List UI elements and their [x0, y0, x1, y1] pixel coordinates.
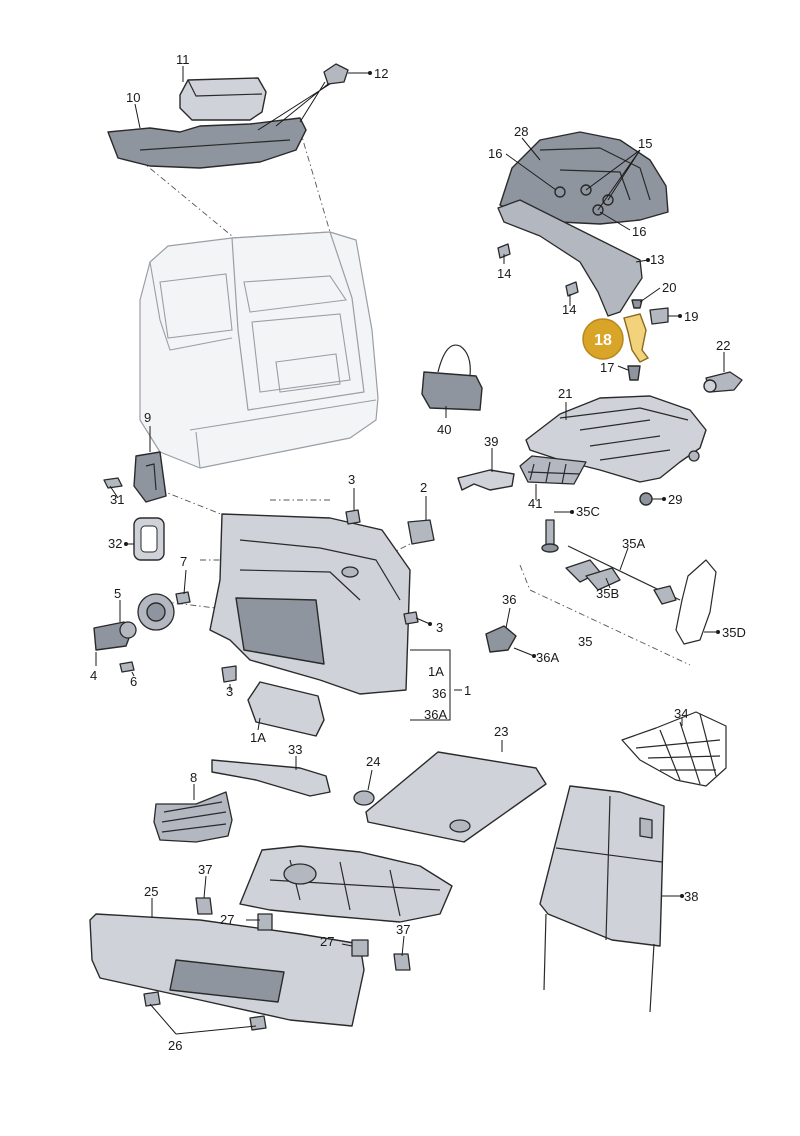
part-12-clip	[257, 63, 349, 131]
label-23: 23	[494, 724, 508, 739]
label-1A: 1A	[250, 730, 266, 745]
part-9-handle	[133, 451, 167, 503]
part-1-side-trim	[209, 513, 411, 695]
label-6: 6	[130, 674, 137, 689]
label-40: 40	[437, 422, 451, 437]
label-14-b: 14	[562, 302, 576, 317]
label-11: 11	[176, 52, 190, 67]
part-1A-cover	[247, 681, 325, 737]
label-35A: 35A	[622, 536, 645, 551]
label-3-b: 3	[436, 620, 443, 635]
label-35C: 35C	[576, 504, 600, 519]
label-4: 4	[90, 668, 97, 683]
label-13: 13	[650, 252, 664, 267]
part-11-cushion	[179, 77, 267, 121]
label-19: 19	[684, 309, 698, 324]
part-33-strip	[211, 759, 331, 797]
part-38-cargo-cover	[539, 785, 665, 1013]
part-36-bracket	[485, 625, 517, 653]
part-34-net	[621, 711, 727, 787]
part-40-bag	[421, 344, 483, 411]
floor-structure	[239, 845, 453, 923]
part-24-plug	[353, 790, 375, 806]
part-6-screw	[119, 661, 135, 673]
label-18: 18	[594, 332, 612, 349]
label-3-a: 3	[348, 472, 355, 487]
label-36A: 36A	[536, 650, 559, 665]
label-35D: 35D	[722, 625, 746, 640]
part-32-frame	[133, 517, 165, 561]
label-15: 15	[638, 136, 652, 151]
label-1: 1	[464, 683, 471, 698]
part-5-socket	[93, 593, 175, 651]
leader-dots	[124, 71, 720, 898]
label-24: 24	[366, 754, 380, 769]
label-18-badge: 18	[582, 318, 624, 360]
label-38: 38	[684, 889, 698, 904]
label-7: 7	[180, 554, 187, 569]
part-25-loading-sill	[89, 913, 365, 1027]
label-27-a: 27	[220, 912, 234, 927]
label-22: 22	[716, 338, 730, 353]
label-21: 21	[558, 386, 572, 401]
label-36: 36	[502, 592, 516, 607]
parts-27-clips	[257, 913, 369, 957]
part-35D-strap	[675, 559, 717, 645]
side-fasteners	[175, 509, 435, 683]
part-18-bracket	[623, 313, 650, 363]
leader-lines	[95, 66, 725, 1035]
label-34: 34	[674, 706, 688, 721]
label-3-c: 3	[226, 684, 233, 699]
label-1A-side: 1A	[428, 664, 444, 679]
part-31-screw	[103, 477, 123, 489]
label-36-side: 36	[432, 686, 446, 701]
parts-19-20-17	[627, 299, 669, 381]
label-5: 5	[114, 586, 121, 601]
label-33: 33	[288, 742, 302, 757]
part-22-lamp	[703, 371, 743, 393]
fasteners-14	[497, 243, 579, 297]
label-8: 8	[190, 770, 197, 785]
part-39-hook	[457, 469, 515, 491]
label-36A-side: 36A	[424, 707, 447, 722]
label-35B: 35B	[596, 586, 619, 601]
part-10-shelf-panel	[107, 117, 307, 169]
label-2: 2	[420, 480, 427, 495]
part-13-trim-strip	[497, 199, 643, 317]
label-9: 9	[144, 410, 151, 425]
part-labels: 11 12 10 28 15 16 16 14 13 14 20 19 18 1…	[90, 52, 746, 1053]
label-17: 17	[600, 360, 614, 375]
label-29: 29	[668, 492, 682, 507]
label-20: 20	[662, 280, 676, 295]
label-37-b: 37	[396, 922, 410, 937]
part-35A-bar	[565, 545, 681, 605]
label-16-a: 16	[488, 146, 502, 161]
label-26: 26	[168, 1038, 182, 1053]
label-37-a: 37	[198, 862, 212, 877]
label-28: 28	[514, 124, 528, 139]
part-35C-bolt	[541, 519, 559, 553]
label-25: 25	[144, 884, 158, 899]
part-8-liner	[153, 791, 233, 843]
label-16-b: 16	[632, 224, 646, 239]
parts-26-screws	[143, 991, 267, 1031]
part-23-floor-panel	[365, 751, 547, 843]
label-41: 41	[528, 496, 542, 511]
label-39: 39	[484, 434, 498, 449]
parts-37-screws	[195, 897, 411, 971]
label-31: 31	[110, 492, 124, 507]
part-29-plug	[639, 450, 700, 506]
label-14-a: 14	[497, 266, 511, 281]
label-35: 35	[578, 634, 592, 649]
car-rear-outline	[139, 231, 379, 469]
label-27-b: 27	[320, 934, 334, 949]
label-12: 12	[374, 66, 388, 81]
label-10: 10	[126, 90, 140, 105]
label-32: 32	[108, 536, 122, 551]
part-41-net-mat	[519, 455, 587, 485]
